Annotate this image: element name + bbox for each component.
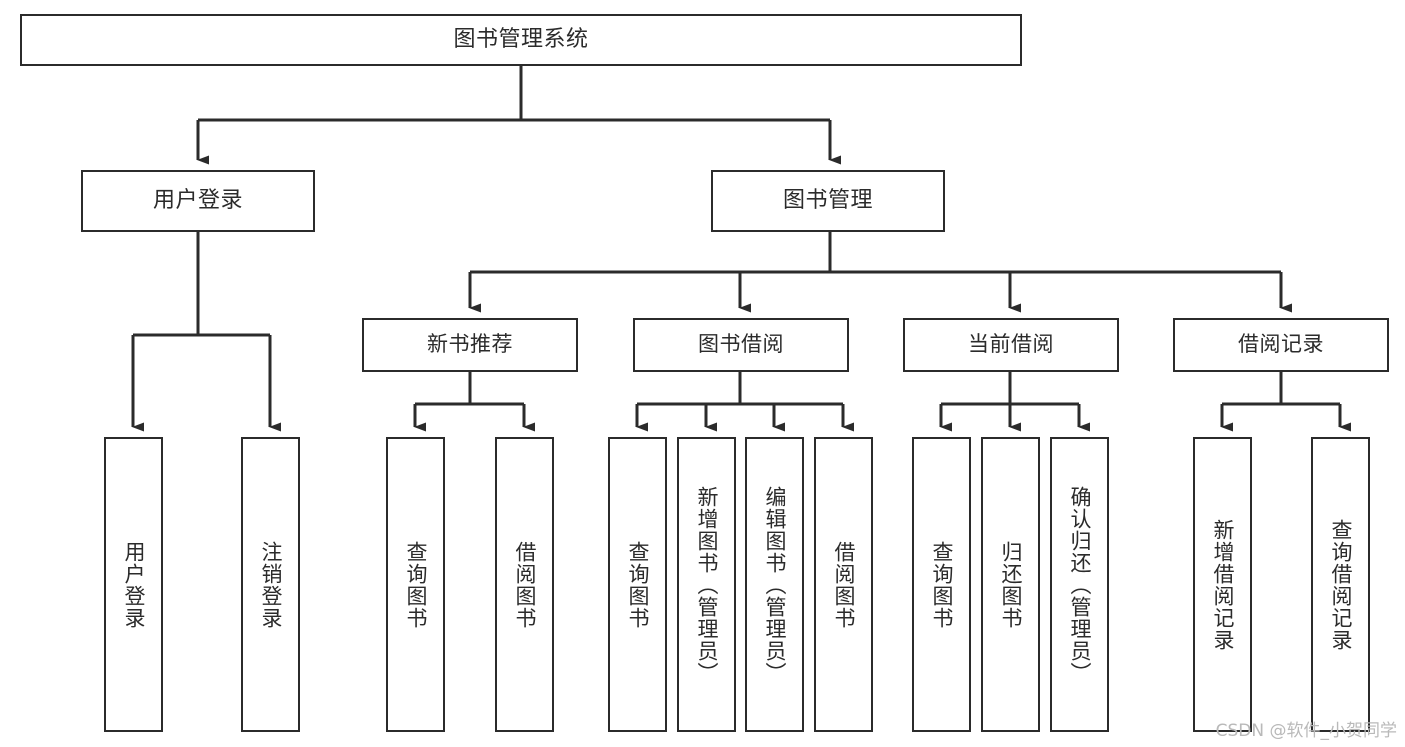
node-leaf-borrow-book-1-label: 借阅图书	[512, 540, 537, 629]
node-leaf-return-book-label: 归还图书	[998, 540, 1023, 629]
node-leaf-query-book-1-label: 查询图书	[403, 540, 428, 629]
node-leaf-edit-book[interactable]: 编辑图书（管理员）	[745, 437, 804, 732]
node-leaf-add-record-label: 新增借阅记录	[1210, 518, 1235, 651]
node-borrow-record[interactable]: 借阅记录	[1173, 318, 1389, 372]
node-leaf-borrow-book-2-label: 借阅图书	[831, 540, 856, 629]
node-borrow-record-label: 借阅记录	[1238, 332, 1324, 357]
node-leaf-query-record[interactable]: 查询借阅记录	[1311, 437, 1370, 732]
node-leaf-add-record[interactable]: 新增借阅记录	[1193, 437, 1252, 732]
node-leaf-user-login[interactable]: 用户登录	[104, 437, 163, 732]
node-leaf-logout[interactable]: 注销登录	[241, 437, 300, 732]
node-leaf-add-book-label: 新增图书（管理员）	[694, 485, 719, 684]
csdn-watermark: CSDN @软件_小贺同学	[1215, 721, 1397, 741]
node-book-manage-label: 图书管理	[782, 187, 873, 213]
node-leaf-logout-label: 注销登录	[258, 540, 283, 629]
node-leaf-query-book-3[interactable]: 查询图书	[912, 437, 971, 732]
node-leaf-query-record-label: 查询借阅记录	[1328, 518, 1353, 651]
node-current-borrow[interactable]: 当前借阅	[903, 318, 1119, 372]
node-leaf-query-book-2-label: 查询图书	[625, 540, 650, 629]
node-leaf-add-book[interactable]: 新增图书（管理员）	[677, 437, 736, 732]
node-leaf-user-login-label: 用户登录	[121, 540, 146, 629]
node-leaf-query-book-2[interactable]: 查询图书	[608, 437, 667, 732]
node-user-login-label: 用户登录	[152, 187, 243, 213]
node-new-book-recommend[interactable]: 新书推荐	[362, 318, 578, 372]
node-leaf-query-book-3-label: 查询图书	[929, 540, 954, 629]
node-leaf-query-book-1[interactable]: 查询图书	[386, 437, 445, 732]
node-book-borrow-label: 图书借阅	[698, 332, 784, 357]
node-leaf-edit-book-label: 编辑图书（管理员）	[762, 485, 787, 684]
node-new-book-recommend-label: 新书推荐	[427, 332, 513, 357]
node-user-login[interactable]: 用户登录	[81, 170, 315, 232]
node-book-borrow[interactable]: 图书借阅	[633, 318, 849, 372]
node-book-manage[interactable]: 图书管理	[711, 170, 945, 232]
node-current-borrow-label: 当前借阅	[968, 332, 1054, 357]
node-root[interactable]: 图书管理系统	[20, 14, 1022, 66]
node-leaf-borrow-book-1[interactable]: 借阅图书	[495, 437, 554, 732]
node-leaf-confirm-return-label: 确认归还（管理员）	[1067, 485, 1092, 684]
node-leaf-confirm-return[interactable]: 确认归还（管理员）	[1050, 437, 1109, 732]
node-root-label: 图书管理系统	[453, 26, 589, 52]
node-leaf-borrow-book-2[interactable]: 借阅图书	[814, 437, 873, 732]
node-leaf-return-book[interactable]: 归还图书	[981, 437, 1040, 732]
